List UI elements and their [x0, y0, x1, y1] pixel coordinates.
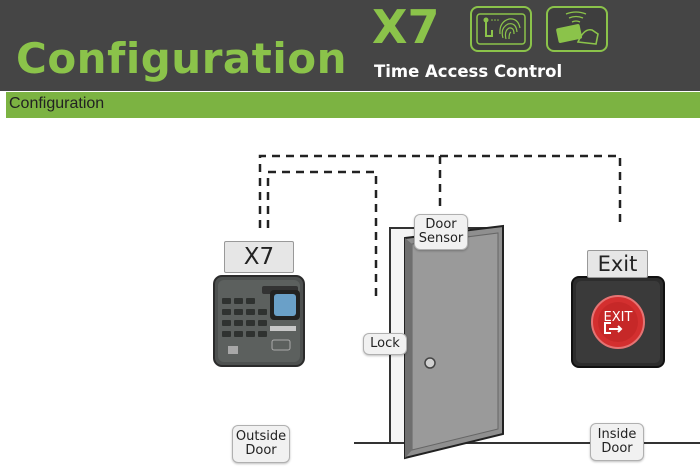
- keypad: [222, 298, 267, 337]
- product-name: X7: [372, 0, 440, 54]
- door-leaf: [404, 224, 504, 460]
- door-sensor-label: Door Sensor: [414, 214, 468, 250]
- card-swipe-icon: [546, 6, 608, 52]
- exit-label: Exit: [587, 250, 648, 278]
- outside-door-label-line2: Door: [245, 443, 277, 458]
- exit-button-device: [571, 276, 665, 368]
- exit-button-text: EXIT: [604, 310, 633, 325]
- outside-door-label: Outside Door: [232, 425, 290, 463]
- section-header-bar: Configuration: [6, 92, 700, 118]
- page-title: Configuration: [16, 34, 347, 83]
- lock-label: Lock: [363, 333, 407, 355]
- fingerprint-touch-icon: [470, 6, 532, 52]
- inside-door-label-line1: Inside: [597, 427, 637, 442]
- outside-door-label-line1: Outside: [235, 429, 287, 444]
- inside-door-label: Inside Door: [590, 423, 644, 461]
- header-banner: Configuration X7 Time Access Control: [0, 0, 700, 91]
- door-sensor-label-line2: Sensor: [418, 231, 464, 246]
- x7-reader-device: [213, 275, 305, 367]
- product-subtitle: Time Access Control: [374, 62, 563, 81]
- section-label: Configuration: [9, 95, 105, 112]
- door-handle: [424, 357, 436, 369]
- wiring-lines: [258, 154, 622, 300]
- reader-label: X7: [224, 241, 294, 273]
- inside-door-label-line2: Door: [601, 441, 633, 456]
- door-sensor-label-line1: Door: [425, 217, 457, 232]
